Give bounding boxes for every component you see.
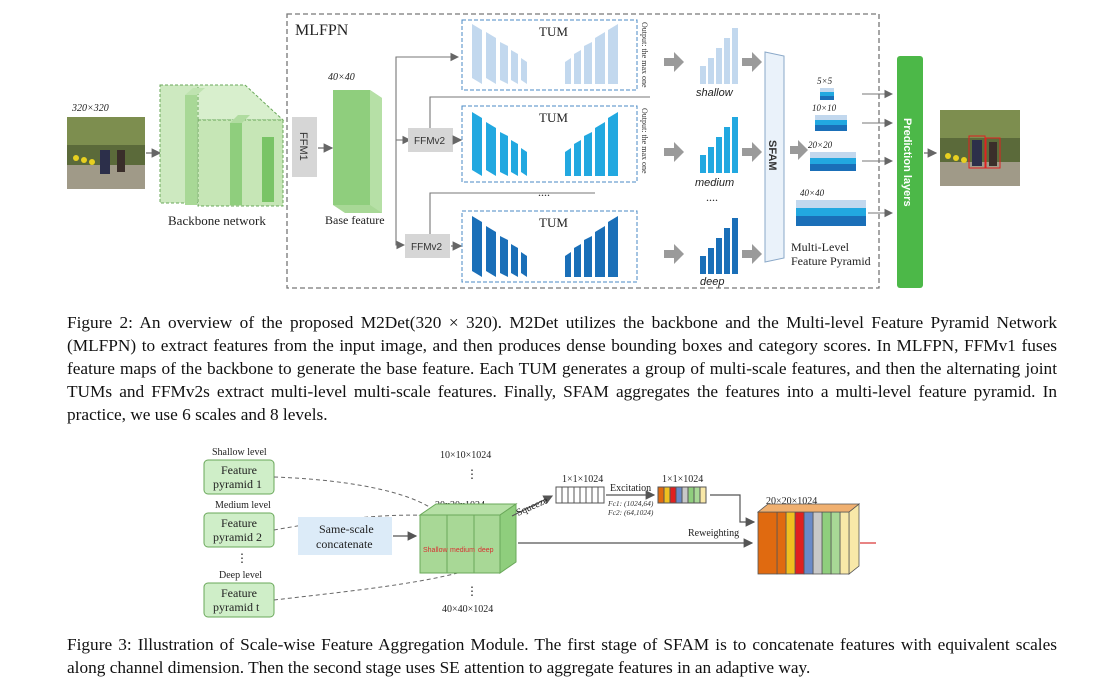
concat-line1: Same-scale — [319, 522, 374, 536]
tum-2-label: TUM — [539, 110, 568, 125]
level-label-deep: deep — [700, 276, 724, 288]
figure-2-caption: Figure 2: An overview of the proposed M2… — [67, 313, 1057, 424]
slice-label-deep: deep — [478, 547, 494, 554]
squeeze-label: Squeeze — [515, 495, 550, 519]
fp2-line1: Feature — [221, 516, 257, 530]
prediction-layers-block — [897, 56, 923, 288]
tum-3: TUM — [461, 210, 638, 283]
pyramid-size-5: 5×5 — [817, 76, 833, 86]
tum-dots: .... — [538, 185, 550, 199]
fp1-line1: Feature — [221, 463, 257, 477]
figure-2-diagram: MLFPN 320×320 Backbone network FFM1 40×4… — [67, 13, 1020, 289]
input-size-label: 320×320 — [71, 103, 109, 114]
base-label: Base feature — [325, 213, 385, 227]
deep-stack — [700, 218, 738, 274]
tum-1-output-label: Output: the max one — [640, 22, 649, 88]
figure-3-caption: Figure 3: Illustration of Scale-wise Fea… — [67, 635, 1057, 677]
fpt-line1: Feature — [221, 586, 257, 600]
level-label-deep-f3: Deep level — [219, 570, 262, 581]
vec2-size-label: 1×1×1024 — [662, 474, 703, 485]
fp2-line2: pyramid 2 — [213, 530, 262, 544]
concat-box — [298, 517, 392, 555]
vec1-size-label: 1×1×1024 — [562, 474, 603, 485]
fc2-label: Fc2: (64,1024) — [607, 508, 654, 517]
ffmv2-box-1 — [408, 128, 453, 152]
input-image — [67, 117, 145, 189]
vec2-down-arrow — [710, 494, 756, 527]
level-dots: .... — [706, 190, 718, 204]
medium-stack — [700, 117, 738, 173]
fc1-label: Fc1: (1024,64) — [607, 499, 654, 508]
squeeze-arrow — [511, 495, 554, 517]
reweighting-label: Reweighting — [688, 528, 739, 539]
ffmv2-label-1: FFMv2 — [414, 136, 446, 147]
base-connectors — [395, 52, 650, 250]
feature-pyramid: 5×5 10×10 20×20 40×40 — [796, 76, 866, 226]
prediction-label: Prediction layers — [901, 118, 913, 207]
fp-dots: ⋮ — [236, 551, 248, 565]
sfam-label: SFAM — [766, 140, 778, 171]
pyramid-size-20: 20×20 — [808, 140, 833, 150]
pyramid-size-10: 10×10 — [812, 103, 837, 113]
ffmv2-label-2: FFMv2 — [411, 242, 443, 253]
ffm1-label: FFM1 — [297, 132, 309, 161]
fp1-line2: pyramid 1 — [213, 477, 262, 491]
base-size-label: 40×40 — [328, 72, 355, 83]
base-feature-block — [333, 90, 382, 213]
out-size-label: 20×20×1024 — [766, 496, 817, 507]
pyramid-label-2: Feature Pyramid — [791, 254, 871, 268]
slice-label-shallow: Shallow — [423, 547, 448, 554]
tum-1-label: TUM — [539, 24, 568, 39]
tum-3-label: TUM — [539, 215, 568, 230]
shallow-stack — [700, 28, 738, 84]
size-top-label: 10×10×1024 — [440, 450, 491, 461]
backbone-network — [158, 84, 285, 207]
backbone-label: Backbone network — [168, 213, 266, 228]
output-stack — [756, 503, 861, 575]
concat-line2: concatenate — [316, 537, 373, 551]
sfam-block — [764, 51, 785, 263]
mlfpn-label: MLFPN — [295, 22, 349, 39]
tum-2: TUM Output: the max one — [461, 105, 649, 183]
mlfpn-box — [286, 13, 880, 289]
level-label-shallow-f3: Shallow level — [212, 447, 267, 458]
level-label-medium: medium — [695, 177, 734, 189]
output-image — [940, 110, 1020, 186]
excitation-label: Excitation — [610, 483, 651, 494]
pyramid-arrows — [862, 89, 894, 218]
sfam-out-arrow — [790, 140, 808, 160]
level-label-shallow: shallow — [696, 87, 734, 99]
size-bottom-label: 40×40×1024 — [442, 604, 493, 615]
fpt-line2: pyramid t — [213, 600, 260, 614]
concat-cube — [418, 503, 518, 574]
slice-label-medium: medium — [450, 547, 475, 554]
figure-3-diagram: Shallow level Feature pyramid 1 Medium l… — [203, 447, 876, 618]
level-label-medium-f3: Medium level — [215, 500, 271, 511]
squeeze-vector — [555, 486, 605, 504]
ffmv2-box-2 — [405, 234, 450, 258]
size-bottom-dots: ⋮ — [466, 584, 478, 598]
size-top-dots: ⋮ — [466, 467, 478, 481]
tum-1: TUM Output: the max one — [461, 19, 649, 91]
level-arrows — [664, 52, 762, 264]
excitation-vector — [657, 486, 707, 504]
pyramid-size-40: 40×40 — [800, 188, 825, 198]
tum-2-output-label: Output: the max one — [640, 108, 649, 174]
ffm1-box — [292, 117, 317, 177]
pyramid-label-1: Multi-Level — [791, 240, 850, 254]
